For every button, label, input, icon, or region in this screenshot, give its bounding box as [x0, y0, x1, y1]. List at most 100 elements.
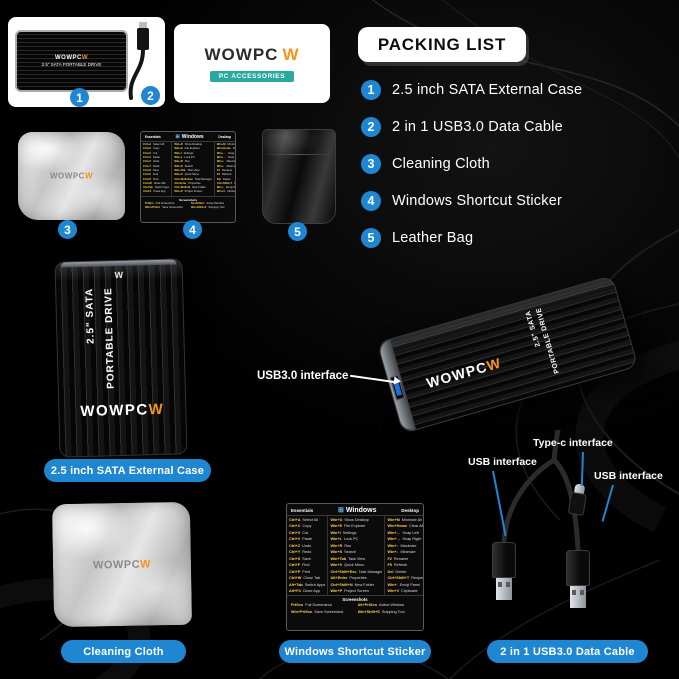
badge-5: 5: [288, 222, 307, 241]
shortcut-row: Win+.Emoji Panel: [216, 186, 236, 190]
shortcut-row: Win+↑Maximize: [216, 160, 236, 164]
drive-top-view: WOWPCW 2.5" SATA PORTABLE DRIVE: [15, 30, 128, 92]
cleaning-cloth-photo-small: WOWPCW: [18, 132, 125, 220]
item-number-badge: 4: [361, 190, 381, 211]
usb-connector-body: [492, 542, 516, 578]
windows-logo-icon: ⊞: [337, 507, 344, 514]
item-number-badge: 1: [361, 79, 381, 100]
usb-connector-tip: [570, 586, 586, 608]
usb-connector-body: [566, 550, 590, 586]
drive-size-text: 2.5" SATA: [84, 287, 97, 345]
item-label: Cleaning Cloth: [392, 155, 490, 172]
badge-3: 3: [58, 220, 77, 239]
drive-type-text: PORTABLE DRIVE: [103, 287, 117, 390]
screenshots-header: Screenshots: [178, 197, 197, 202]
caption-cleaning-cloth: Cleaning Cloth: [61, 640, 186, 663]
packing-list-title: PACKING LIST: [358, 27, 526, 62]
sticker-col-header: Essentials: [145, 135, 161, 139]
brand-text: WOWPC: [204, 45, 279, 64]
item-label: 2.5 inch SATA External Case: [392, 81, 583, 98]
brand-text: WOWPC: [80, 401, 149, 421]
callout-line-usb-left: [492, 470, 507, 536]
callout-type-c-interface: Type-c interface: [533, 437, 613, 449]
shortcut-row: Win+↓Minimize: [387, 550, 416, 555]
sticker-col-header: Windows: [345, 506, 377, 514]
brand-w-mark: W: [148, 400, 165, 419]
callout-arrow-head: [393, 376, 402, 386]
external-case-photo-vertical: W 2.5" SATA PORTABLE DRIVE WOWPCW: [54, 258, 188, 458]
brand-w-mark: W: [484, 354, 504, 374]
brand-text: WOWPC: [50, 171, 85, 181]
sticker-header: Essentials ⊞Windows Desktop: [287, 504, 423, 515]
packing-list-item: 2 2 in 1 USB3.0 Data Cable: [361, 116, 582, 137]
item-label: Windows Shortcut Sticker: [392, 192, 562, 209]
sticker-col-header: Desktop: [401, 507, 419, 513]
packing-list-item: 5 Leather Bag: [361, 227, 582, 248]
caption-data-cable: 2 in 1 USB3.0 Data Cable: [487, 640, 648, 663]
item-number-badge: 3: [361, 153, 381, 174]
drive-brand-logo: WOWPCW: [425, 354, 504, 391]
badge-2: 2: [141, 86, 160, 105]
caption-shortcut-sticker: Windows Shortcut Sticker: [279, 640, 431, 663]
shortcut-row: Win+↓Minimize: [216, 164, 236, 168]
brand-text: WOWPC: [92, 558, 141, 572]
callout-usb-interface-left: USB interface: [468, 456, 537, 468]
leather-bag-photo: [262, 129, 336, 224]
item-label: 2 in 1 USB3.0 Data Cable: [392, 118, 563, 135]
shortcut-row: Win+→Snap Right: [387, 537, 422, 542]
brand-w-mark: W: [84, 171, 93, 181]
sticker-col-header: Windows: [181, 134, 204, 140]
brand-w-mark: W: [140, 557, 152, 571]
shortcut-row: Win+.Emoji Panel: [387, 582, 420, 587]
item-label: Leather Bag: [392, 229, 474, 246]
usb-a-connector-left: [492, 542, 516, 600]
brand-w-mark: W: [282, 45, 300, 64]
